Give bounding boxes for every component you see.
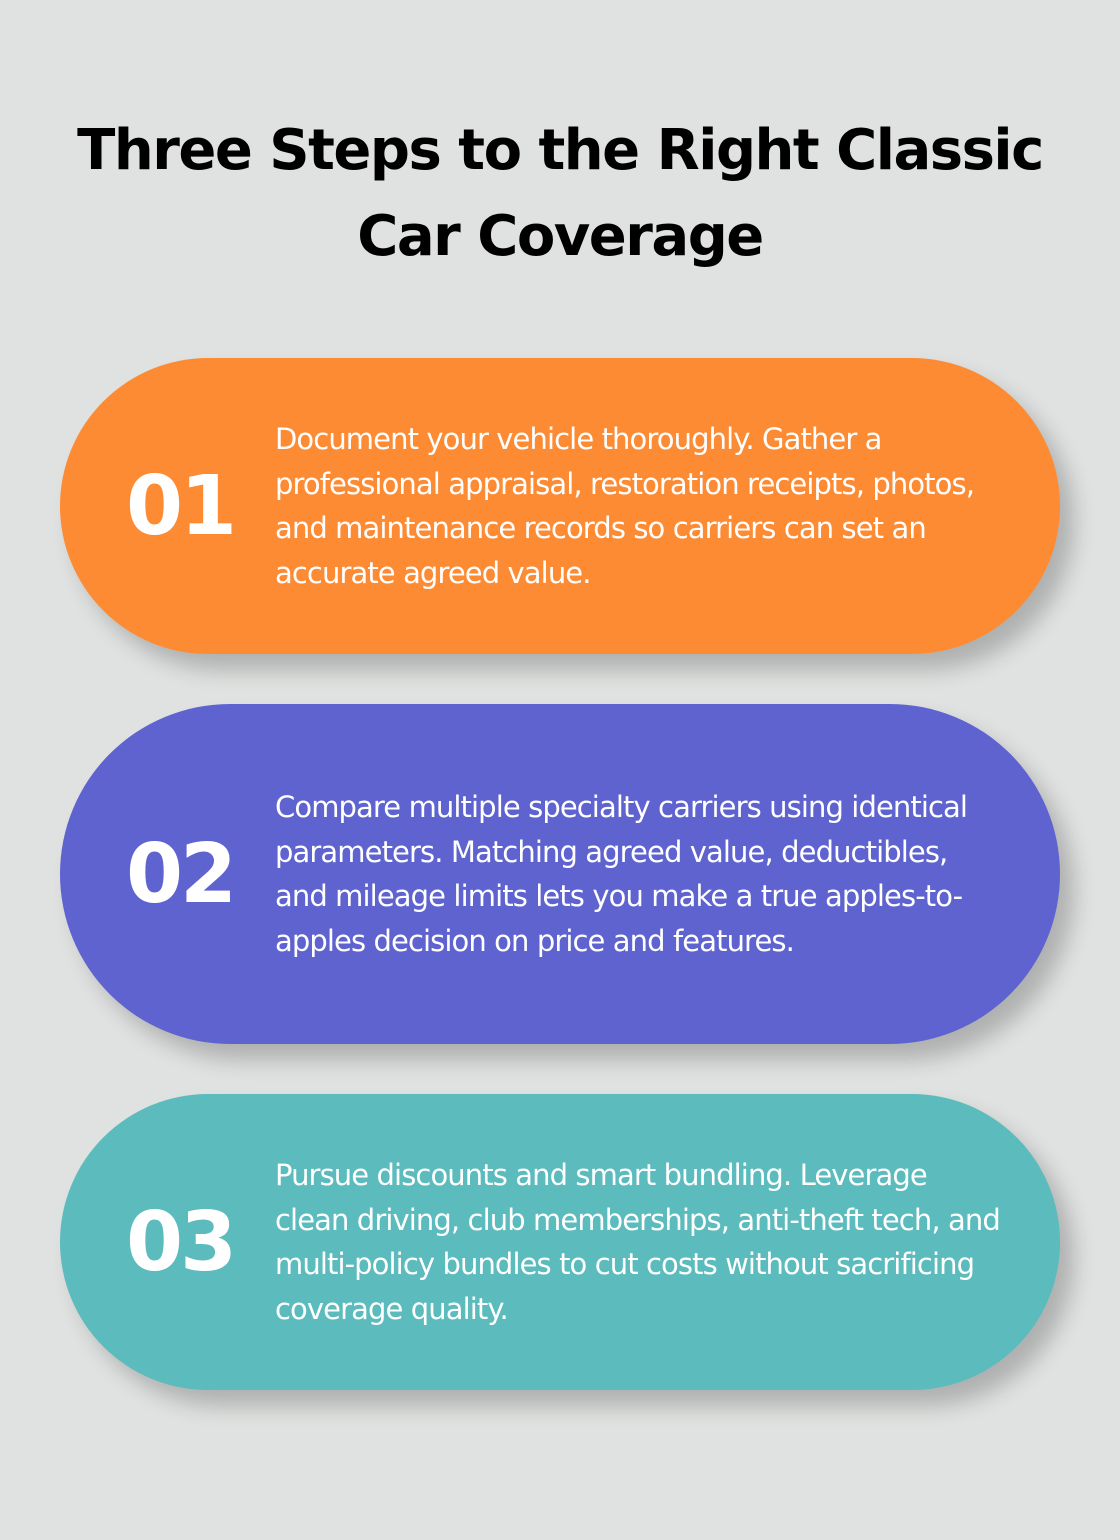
step-card-1: 01 Document your vehicle thoroughly. Gat…	[60, 358, 1060, 654]
step-description: Document your vehicle thoroughly. Gather…	[275, 422, 975, 590]
step-number: 03	[125, 1194, 237, 1290]
page-title: Three Steps to the Right Classic Car Cov…	[0, 108, 1120, 280]
step-number: 01	[125, 458, 237, 554]
step-card-3: 03 Pursue discounts and smart bundling. …	[60, 1094, 1060, 1390]
title-line-1: Three Steps to the Right Classic	[77, 118, 1044, 183]
step-card-2: 02 Compare multiple specialty carriers u…	[60, 704, 1060, 1044]
title-line-2: Car Coverage	[357, 204, 764, 269]
step-number: 02	[125, 826, 237, 922]
step-description: Compare multiple specialty carriers usin…	[275, 790, 968, 958]
step-description: Pursue discounts and smart bundling. Lev…	[275, 1158, 1001, 1326]
